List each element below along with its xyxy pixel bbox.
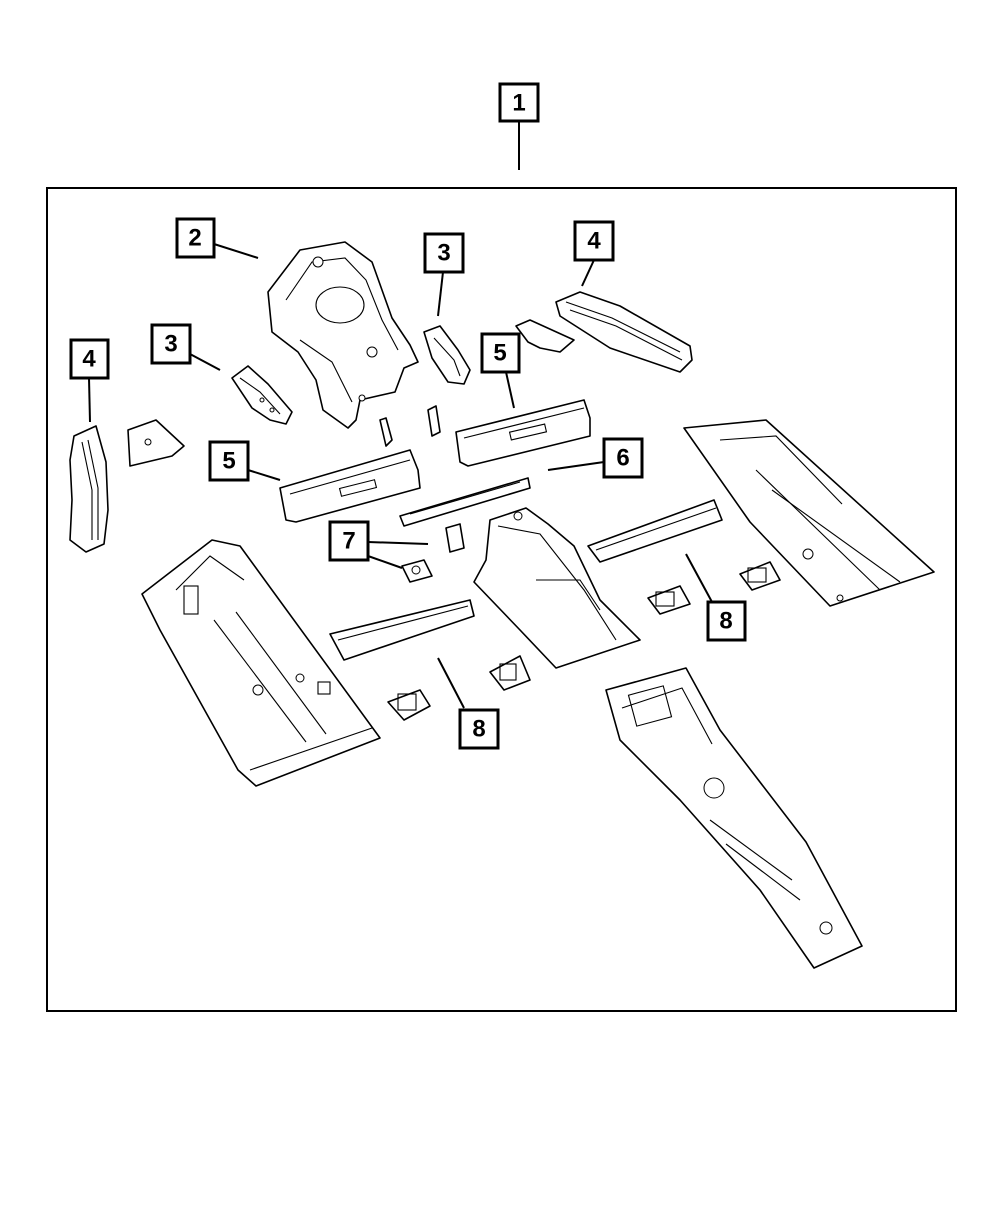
callout-5-left: 5: [208, 440, 250, 482]
part-mount-a: [387, 689, 431, 721]
leader-2: [213, 243, 259, 259]
part-floor-pan-right: [683, 419, 935, 607]
leader-8-left: [437, 657, 465, 709]
callout-3-left-label: 3: [164, 331, 177, 358]
part-crossmember-5-left: [279, 449, 421, 523]
part-curved-member-left: [69, 425, 109, 553]
callout-2: 2: [175, 217, 216, 259]
leader-8-right: [685, 553, 713, 603]
callout-1: 1: [498, 82, 540, 123]
part-nut-plate: [401, 559, 433, 583]
part-mount-d: [739, 561, 781, 591]
part-cross-member-top: [555, 291, 693, 373]
leader-5-left: [247, 469, 281, 481]
callout-4-left-label: 4: [82, 346, 96, 373]
part-center-tunnel: [473, 507, 641, 669]
callout-4-left: 4: [69, 338, 110, 380]
part-front-floor-pan: [267, 241, 419, 429]
callout-7: 7: [328, 520, 370, 562]
part-reinforcement-bar: [399, 477, 531, 527]
part-floor-pan-left: [141, 539, 381, 787]
part-crossmember-8-right: [587, 499, 723, 563]
callout-8-right: 8: [706, 600, 747, 642]
part-mount-b: [489, 655, 531, 691]
leader-3-left: [189, 353, 221, 371]
callout-8-left: 8: [458, 708, 500, 750]
leader-7b: [367, 555, 403, 569]
callout-3-right: 3: [423, 232, 465, 274]
leader-6: [547, 461, 605, 471]
callout-3-left: 3: [150, 323, 192, 365]
callout-8-left-label: 8: [472, 716, 485, 743]
part-mount-c: [647, 585, 691, 615]
part-clip-a: [379, 417, 393, 447]
leader-7: [367, 541, 429, 545]
part-crossmember-8-left: [329, 599, 475, 661]
callout-8-right-label: 8: [719, 608, 732, 635]
leader-3-right: [437, 271, 444, 317]
part-gusset-left: [127, 419, 185, 467]
part-floor-pan-rear: [605, 667, 863, 969]
part-bracket-right: [423, 325, 471, 385]
leader-4-top: [581, 259, 595, 287]
part-shim-top: [515, 319, 575, 353]
callout-5-left-label: 5: [222, 448, 235, 475]
part-crossmember-5-right: [455, 399, 591, 467]
part-bracket-left: [231, 365, 293, 425]
callout-5-right-label: 5: [493, 340, 506, 367]
callout-6-label: 6: [616, 445, 629, 472]
callout-5-right: 5: [480, 332, 521, 374]
leader-4-left: [88, 377, 91, 423]
callout-3-right-label: 3: [437, 240, 450, 267]
part-clip-7: [445, 523, 465, 553]
callout-4-top-label: 4: [587, 228, 601, 255]
callout-7-label: 7: [342, 528, 355, 555]
callout-2-label: 2: [188, 225, 201, 252]
callout-6: 6: [602, 437, 644, 479]
part-clip-b: [427, 405, 441, 437]
assembly-frame: [46, 187, 957, 1012]
leader-5-right: [505, 371, 515, 409]
callout-1-label: 1: [512, 90, 525, 117]
callout-4-top: 4: [573, 220, 615, 262]
